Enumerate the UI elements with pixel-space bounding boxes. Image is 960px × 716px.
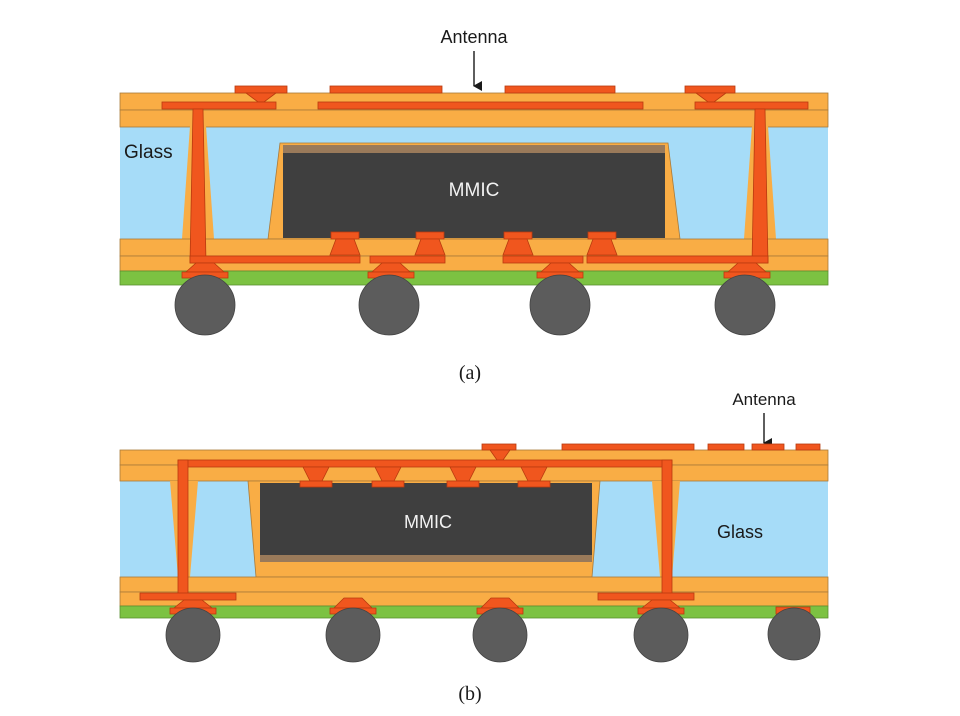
top-rdl-traces-b: [177, 459, 673, 468]
die-pads-a: [329, 231, 618, 256]
mmic-label-a: MMIC: [449, 180, 500, 201]
solder-mask-a: [119, 270, 829, 286]
glass-label-b: Glass: [717, 522, 763, 542]
solder-ball: [714, 274, 776, 336]
solder-ball: [174, 274, 236, 336]
caption-a: (a): [459, 362, 481, 384]
solder-mask-b: [119, 605, 829, 619]
antenna-patches-b: [481, 443, 821, 451]
die-pads-b: [299, 466, 551, 488]
tgv-copper-a: [189, 108, 769, 264]
bottom-buildup-layer-b1: [119, 576, 829, 593]
solder-ball: [529, 274, 591, 336]
caption-b: (b): [458, 683, 481, 705]
antenna-label-b: Antenna: [732, 390, 796, 409]
mmic-die-a: [283, 153, 665, 238]
mmic-die-bottom-b: [260, 555, 592, 562]
mmic-die-b: [260, 483, 592, 555]
solder-balls-b: [165, 607, 821, 663]
bottom-buildup-layer-a1: [119, 238, 829, 257]
mmic-label-b: MMIC: [404, 512, 452, 532]
antenna-patches-a: [234, 85, 736, 94]
solder-ball: [633, 607, 689, 663]
rdl-traces-a: [189, 255, 769, 264]
mmic-die-top-a: [283, 145, 665, 153]
top-buildup-layer-a2: [119, 109, 829, 128]
top-feed-lines-a: [161, 101, 809, 110]
solder-balls-a: [174, 274, 776, 336]
solder-ball: [325, 607, 381, 663]
glass-label-a: Glass: [124, 142, 173, 163]
solder-ball: [767, 607, 821, 661]
antenna-label-a: Antenna: [440, 27, 508, 47]
figure-b: Antenna Glass MMIC: [119, 390, 829, 705]
solder-ball: [472, 607, 528, 663]
solder-ball: [358, 274, 420, 336]
figure-a: Antenna Glass MMIC: [119, 27, 829, 384]
solder-ball: [165, 607, 221, 663]
tgv-copper-b: [177, 459, 673, 599]
